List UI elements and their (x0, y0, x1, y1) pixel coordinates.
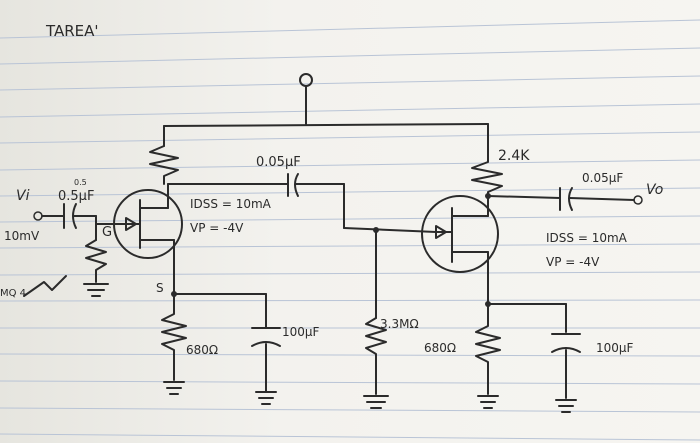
q2-drain-resistor-label: 2.4K (498, 148, 530, 164)
q2-source-resistor-label: 680Ω (424, 341, 456, 355)
input-cap-alt-label: 0.5 (74, 178, 87, 187)
input-label: Vi (16, 188, 30, 204)
q1-bypass-cap-label: 100µF (282, 325, 320, 339)
q2-bypass-cap-label: 100µF (596, 341, 634, 355)
q1-idss: IDSS = 10mA (190, 197, 272, 211)
source-network-q2 (475, 301, 581, 413)
jfet-q2 (421, 195, 499, 305)
input-amplitude: 10mV (4, 229, 40, 243)
q1-vp: VP = -4V (190, 221, 244, 235)
source-mark: S (156, 281, 164, 295)
coupling-cap-label: 0.05µF (256, 155, 301, 170)
input-network (23, 203, 109, 297)
coupling-network (167, 173, 437, 409)
output-cap-label: 0.05µF (582, 171, 623, 185)
gate-mark: G (102, 225, 112, 240)
output-label: Vo (646, 182, 663, 198)
q2-vp: VP = -4V (546, 255, 600, 269)
output-network (485, 187, 643, 211)
input-cap-label: 0.5µF (58, 189, 94, 204)
q1-source-resistor-label: 680Ω (186, 343, 218, 357)
q2-gate-resistor-label: 3.3MΩ (380, 317, 419, 331)
ruled-lines (0, 19, 700, 441)
supply-rail (163, 73, 489, 151)
page-title: TAREA' (45, 22, 99, 40)
source-extra-label: MQ 4 (0, 288, 26, 299)
source-network-q1 (161, 291, 281, 405)
drain-resistor-q2 (471, 149, 503, 197)
q2-idss: IDSS = 10mA (546, 231, 628, 245)
jfet-q1 (95, 183, 183, 295)
drain-resistor-q1 (149, 145, 179, 185)
